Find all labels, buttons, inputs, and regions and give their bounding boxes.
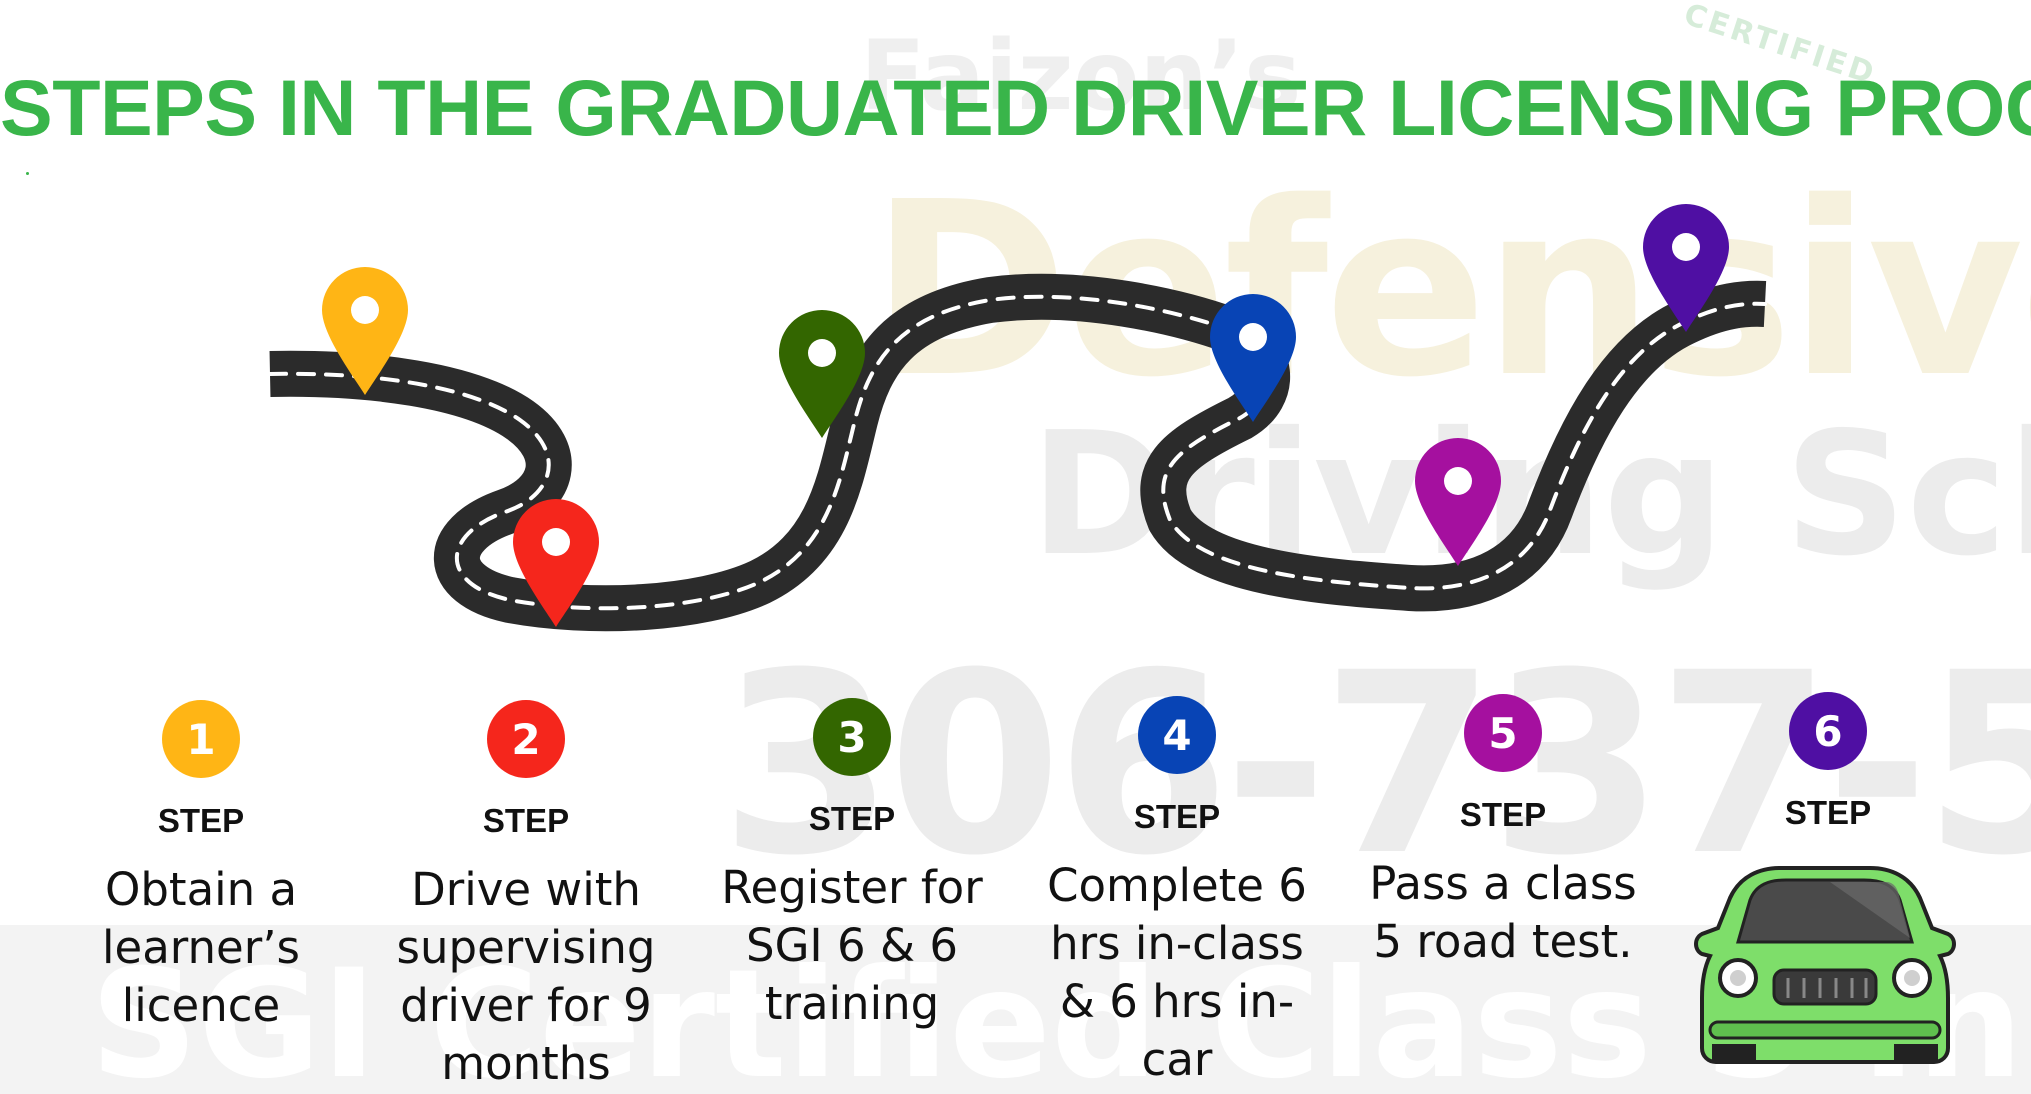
- map-pin-icon: [322, 267, 408, 395]
- step-number-badge: 4: [1138, 696, 1216, 774]
- map-pin-icon: [513, 499, 599, 627]
- step-1: 1 STEP Obtain a learner’s licence: [51, 700, 351, 1035]
- page-title: STEPS IN THE GRADUATED DRIVER LICENSING …: [0, 63, 2031, 152]
- road-lane-dashes: [268, 294, 1767, 611]
- watermark-brand: Faizon’s: [860, 20, 1302, 132]
- watermark-band: [0, 925, 2031, 1094]
- step-4: 4 STEP Complete 6 hrs in-class & 6 hrs i…: [1027, 696, 1327, 1089]
- step-description: Complete 6 hrs in-class & 6 hrs in-car: [1047, 859, 1307, 1086]
- step-number-badge: 6: [1789, 692, 1867, 770]
- map-pin-icon: [779, 310, 865, 438]
- step-label: STEP: [482, 802, 570, 839]
- step-description: Pass a class 5 road test.: [1369, 857, 1637, 968]
- step-description: Drive with supervising driver for 9 mont…: [396, 863, 656, 1090]
- step-label: STEP: [808, 800, 896, 837]
- map-pin-icon: [1210, 294, 1296, 422]
- map-pin-icon: [1643, 204, 1729, 332]
- step-5: 5 STEP Pass a class 5 road test.: [1353, 694, 1653, 971]
- step-label: STEP: [157, 802, 245, 839]
- step-6: 6 STEP: [1678, 692, 1978, 853]
- step-number-badge: 3: [813, 698, 891, 776]
- step-label: STEP: [1784, 794, 1872, 831]
- map-pins: [322, 204, 1729, 627]
- step-3: 3 STEP Register for SGI 6 & 6 training: [702, 698, 1002, 1033]
- car-icon: [1694, 866, 1956, 1064]
- step-description: Register for SGI 6 & 6 training: [721, 861, 983, 1030]
- step-label: STEP: [1459, 796, 1547, 833]
- step-2: 2 STEP Drive with supervising driver for…: [376, 700, 676, 1093]
- decorative-dot: [26, 172, 29, 175]
- step-number-badge: 2: [487, 700, 565, 778]
- map-pin-icon: [1415, 438, 1501, 566]
- road-surface: [269, 273, 1767, 632]
- step-description: Obtain a learner’s licence: [102, 863, 300, 1032]
- step-label: STEP: [1133, 798, 1221, 835]
- step-number-badge: 1: [162, 700, 240, 778]
- step-number-badge: 5: [1464, 694, 1542, 772]
